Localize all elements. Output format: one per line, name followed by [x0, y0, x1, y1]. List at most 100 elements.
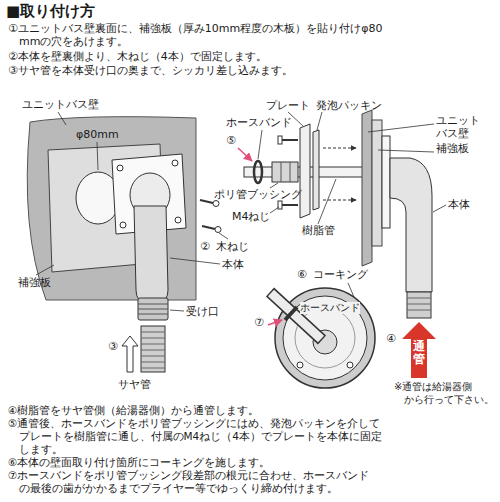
right-figure [282, 139, 298, 141]
reinforcement-board [372, 120, 382, 246]
right-figure [407, 310, 431, 311]
resin-pipe [270, 292, 322, 340]
resin-pipe [271, 293, 321, 339]
right-figure [270, 183, 278, 188]
left-figure [141, 344, 165, 345]
pointer-arrow [268, 320, 282, 325]
part-label: プレート [266, 99, 310, 112]
left-figure [141, 350, 165, 351]
right-figure [272, 162, 298, 182]
right-figure [278, 136, 282, 144]
callout-number: ⑥ [297, 268, 307, 281]
left-figure [117, 165, 123, 171]
left-figure [141, 362, 165, 363]
leader-line [348, 283, 354, 297]
part-label: 発泡パッキン [316, 99, 382, 112]
part-label: ユニットバス壁 [22, 98, 99, 111]
right-figure [378, 150, 434, 152]
right-figure [433, 205, 446, 212]
left-figure [170, 258, 220, 264]
right-figure [281, 162, 282, 182]
heading: ■取り付け方 [6, 2, 95, 20]
hose-band [254, 161, 262, 183]
step-text: ⑤通管後、ホースバンドをポリ管ブッシングにはめ、発泡パッキンを介して プレートを… [8, 417, 492, 456]
left-figure [27, 112, 228, 372]
step-text: ①ユニットバス壁裏面に、補強板（厚み10mm程度の木板）を貼り付けφ80 mmの… [8, 22, 488, 48]
left-figure [138, 309, 168, 310]
part-label: 樹脂管 [302, 224, 335, 237]
bath-wall [27, 117, 196, 300]
part-label: ホースバンド [226, 116, 292, 129]
left-figure [141, 356, 165, 357]
callout-number: ⑤ [226, 134, 236, 147]
callout-number: ③ [108, 340, 118, 353]
left-figure [175, 217, 181, 223]
right-figure [407, 304, 431, 305]
callout-number: ② [200, 240, 210, 253]
hose-band [285, 307, 297, 320]
left-figure [141, 326, 165, 372]
right-figure [282, 204, 298, 206]
sleeve-pipe [141, 326, 165, 372]
plate [300, 124, 310, 218]
left-figure [141, 332, 165, 333]
callout-number: ④ [386, 332, 396, 345]
part-label: 木ねじ [216, 240, 249, 253]
left-figure [138, 304, 168, 305]
part-label: ポリ管ブッシング [214, 188, 302, 201]
right-figure [270, 207, 279, 213]
part-label: 補強板 [436, 142, 469, 155]
left-figure [213, 201, 219, 207]
right-figure [407, 292, 431, 318]
left-figure [138, 298, 168, 320]
part-label: 補強板 [18, 276, 51, 289]
right-figure [317, 112, 322, 130]
step-text: ③サヤ管を本体受け口の奥まで、シッカリ差し込みます。 [8, 64, 488, 77]
part-label: サヤ管 [118, 378, 151, 391]
detail-circle [283, 296, 367, 380]
step-text: ②本体を壁裏側より、木ねじ（4本）で固定します。 [8, 50, 488, 63]
bath-wall [362, 110, 372, 266]
body-fitting [112, 154, 186, 320]
poly-bushing [272, 162, 298, 182]
right-figure [407, 298, 431, 299]
part-label: 本体 [448, 198, 470, 211]
step-text: ⑥本体の壁面取り付け箇所にコーキングを施します。 [8, 456, 492, 469]
right-figure [318, 179, 336, 224]
right-figure [258, 130, 262, 159]
callout-number: ⑦ [254, 316, 264, 329]
left-figure [170, 310, 184, 311]
right-figure [390, 158, 432, 292]
part-label: M4ねじ [232, 210, 271, 223]
left-figure [134, 206, 168, 302]
part-label: ユニット バス壁 [436, 114, 496, 140]
left-figure [202, 226, 215, 229]
foam-packing [313, 130, 319, 210]
left-figure [141, 368, 165, 369]
step-text: ④樹脂管をサヤ管側（給湯器側）から通管します。 [8, 404, 492, 417]
right-figure [368, 124, 434, 132]
left-figure [172, 160, 178, 166]
right-figure [278, 201, 282, 209]
part-label: 受け口 [186, 305, 219, 318]
detail-circle [347, 362, 353, 368]
step-text: ⑦ホースバンドをポリ管ブッシング段差部の根元に合わせ、ホースバンド の最後の歯が… [8, 469, 492, 495]
detail-circle [268, 283, 375, 388]
pointer-arrow [238, 148, 252, 161]
left-figure [36, 265, 54, 275]
wood-screw [200, 200, 221, 233]
dimension-label: φ80mm [76, 128, 119, 141]
arrow-text: 通管 [413, 340, 425, 366]
left-figure [138, 314, 168, 315]
arrow-shape [402, 322, 436, 378]
left-figure [58, 112, 66, 125]
left-figure [97, 142, 98, 170]
assembly-arrow [323, 148, 356, 200]
part-label: 本体 [222, 258, 244, 271]
insert-arrow [122, 336, 138, 372]
detail-circle [297, 362, 303, 368]
left-figure [120, 222, 126, 228]
part-label: コーキング [313, 268, 368, 281]
right-figure [323, 148, 356, 149]
